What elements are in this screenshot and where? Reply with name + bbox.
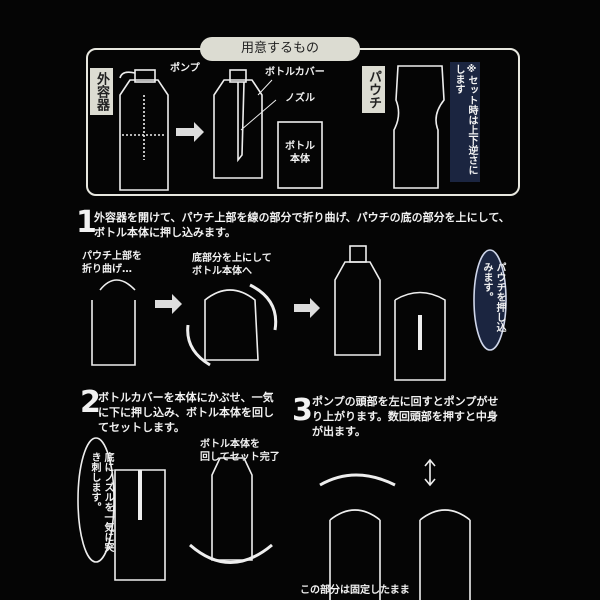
push-label: パウチを押し込みます。: [481, 262, 505, 332]
step2-number: 2: [80, 385, 101, 420]
outer-container-label: 外容器: [90, 68, 113, 115]
rotate-label: ボトル本体を 回してセット完了: [200, 439, 280, 463]
step2-text: ボトルカバーを本体にかぶせ、一気に下に押し込み、ボトル本体を回してセットします。: [98, 391, 274, 434]
bottle-body-label: ボトル本体: [285, 141, 315, 165]
step3-text: ポンプの頭部を左に回すとポンプがせり上がります。数回頭部を押すと中身が出ます。: [312, 395, 499, 438]
pouch-note: ※セット時は上下逆さにします: [450, 62, 480, 182]
arrow-right-icon: [155, 294, 182, 314]
arrow-right-icon: [294, 298, 320, 318]
pump-label: ポンプ: [170, 63, 200, 74]
bottle-cover-label: ボトルカバー: [265, 67, 325, 78]
fold-label: パウチ上部を 折り曲げ…: [82, 251, 142, 275]
nozzle-label: ノズル: [285, 93, 315, 104]
bottle-cover-illustration: [213, 69, 277, 179]
step3-number: 3: [292, 393, 313, 428]
pouch-illustration: [393, 65, 445, 189]
step1-text: 外容器を開けて、パウチ上部を線の部分で折り曲げ、パウチの底の部分を上にして、ボト…: [94, 211, 510, 239]
step1-number: 1: [76, 205, 97, 240]
prep-title: 用意するもの: [200, 37, 360, 61]
arrow-right-icon: [176, 122, 204, 142]
pouch-label: パウチ: [362, 66, 385, 113]
pierce-label: 底にノズルを一気に突き刺します。: [89, 452, 113, 552]
outer-container-illustration: [119, 69, 169, 191]
bottom-up-label: 底部分を上にして ボトル本体へ: [192, 253, 272, 277]
bottle-body-illustration: [277, 121, 323, 189]
fixed-label: この部分は固定したまま: [300, 585, 410, 596]
